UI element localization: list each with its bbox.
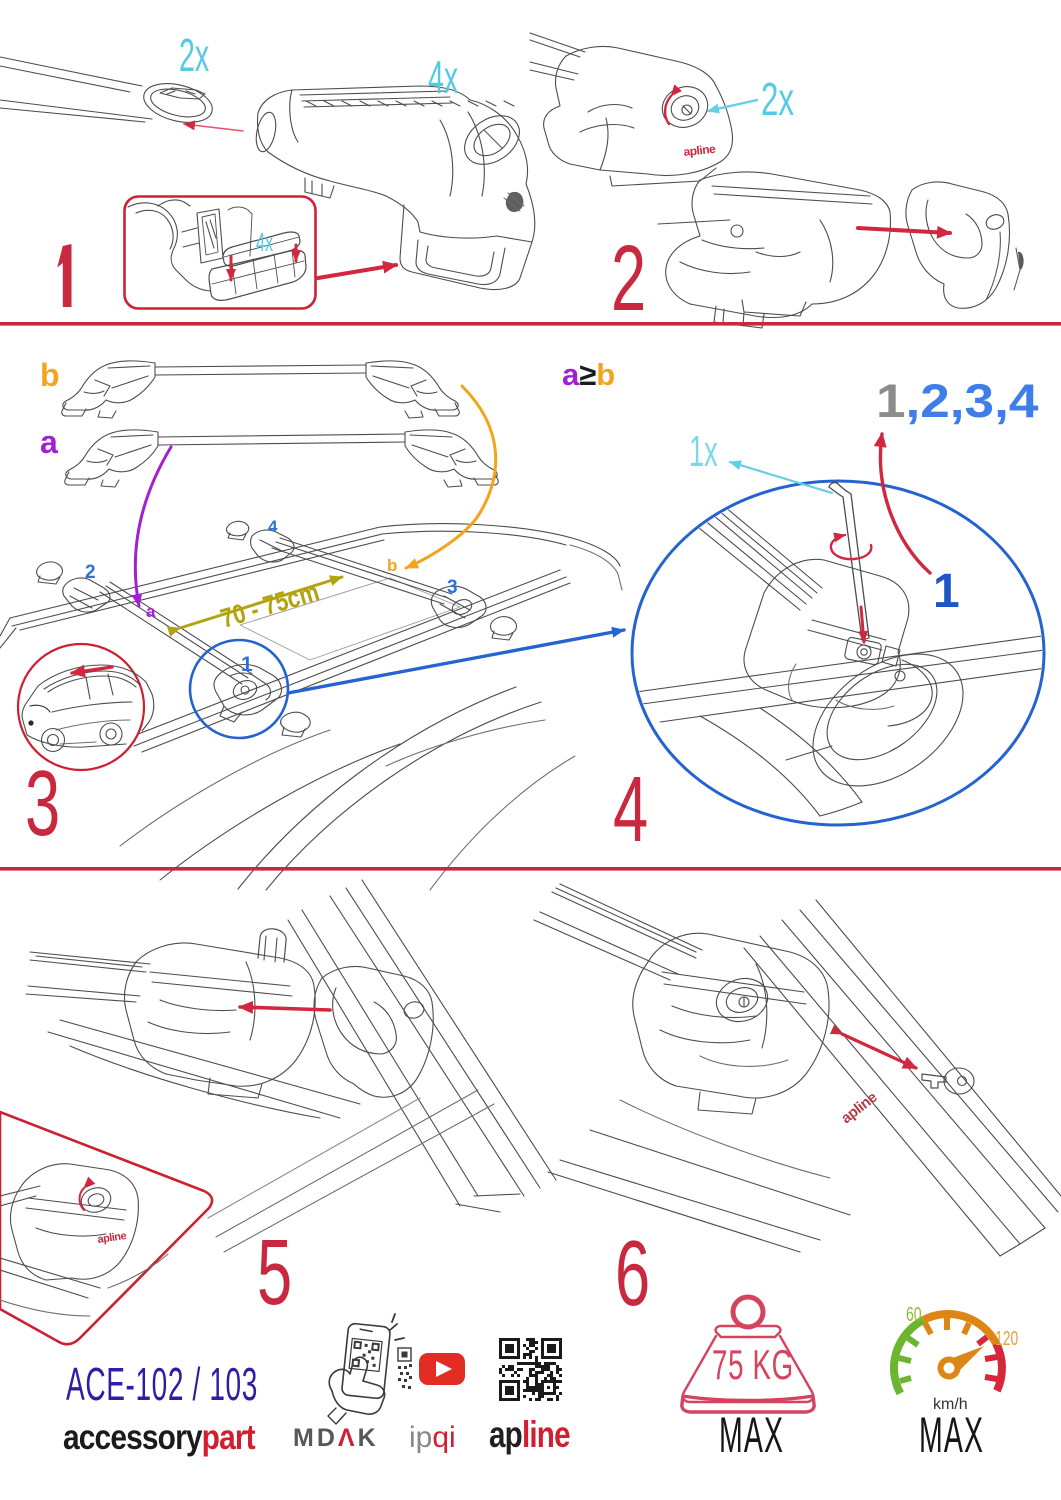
svg-text:a: a <box>40 424 58 460</box>
svg-text:MAX: MAX <box>919 1407 984 1464</box>
svg-text:4: 4 <box>613 757 648 861</box>
svg-text:a: a <box>146 602 156 621</box>
svg-text:4x: 4x <box>428 52 458 104</box>
svg-text:70 - 75cm: 70 - 75cm <box>217 577 322 634</box>
svg-text:1: 1 <box>241 653 253 676</box>
svg-text:6: 6 <box>615 1221 650 1325</box>
svg-text:75 KG: 75 KG <box>712 1341 794 1388</box>
svg-text:4x: 4x <box>256 227 273 257</box>
svg-text:2: 2 <box>611 226 646 330</box>
svg-text:apline: apline <box>683 142 717 159</box>
svg-text:ipqi: ipqi <box>409 1421 456 1454</box>
svg-text:apline: apline <box>838 1089 880 1127</box>
svg-text:MAX: MAX <box>719 1407 784 1464</box>
svg-text:km/h: km/h <box>933 1396 968 1413</box>
svg-text:1x: 1x <box>689 426 718 475</box>
svg-text:3: 3 <box>25 751 60 855</box>
svg-text:2x: 2x <box>179 30 209 82</box>
svg-text:ACE-102 / 103: ACE-102 / 103 <box>66 1360 258 1411</box>
svg-text:5: 5 <box>257 1220 292 1324</box>
svg-text:b: b <box>387 556 397 575</box>
svg-text:1: 1 <box>933 565 960 618</box>
svg-text:a≥b: a≥b <box>562 357 615 392</box>
svg-text:4: 4 <box>268 517 278 536</box>
svg-text:3: 3 <box>447 577 458 598</box>
svg-text:1,2,3,4: 1,2,3,4 <box>876 375 1038 427</box>
svg-text:accessorypart: accessorypart <box>63 1418 256 1457</box>
svg-text:2x: 2x <box>761 74 794 125</box>
svg-text:apline: apline <box>97 1230 128 1246</box>
svg-text:b: b <box>40 357 60 393</box>
svg-text:MDΛK: MDΛK <box>293 1424 379 1452</box>
svg-text:60: 60 <box>906 1302 922 1325</box>
svg-text:apline: apline <box>489 1415 570 1456</box>
svg-text:2: 2 <box>85 562 96 583</box>
svg-text:120: 120 <box>995 1326 1018 1349</box>
